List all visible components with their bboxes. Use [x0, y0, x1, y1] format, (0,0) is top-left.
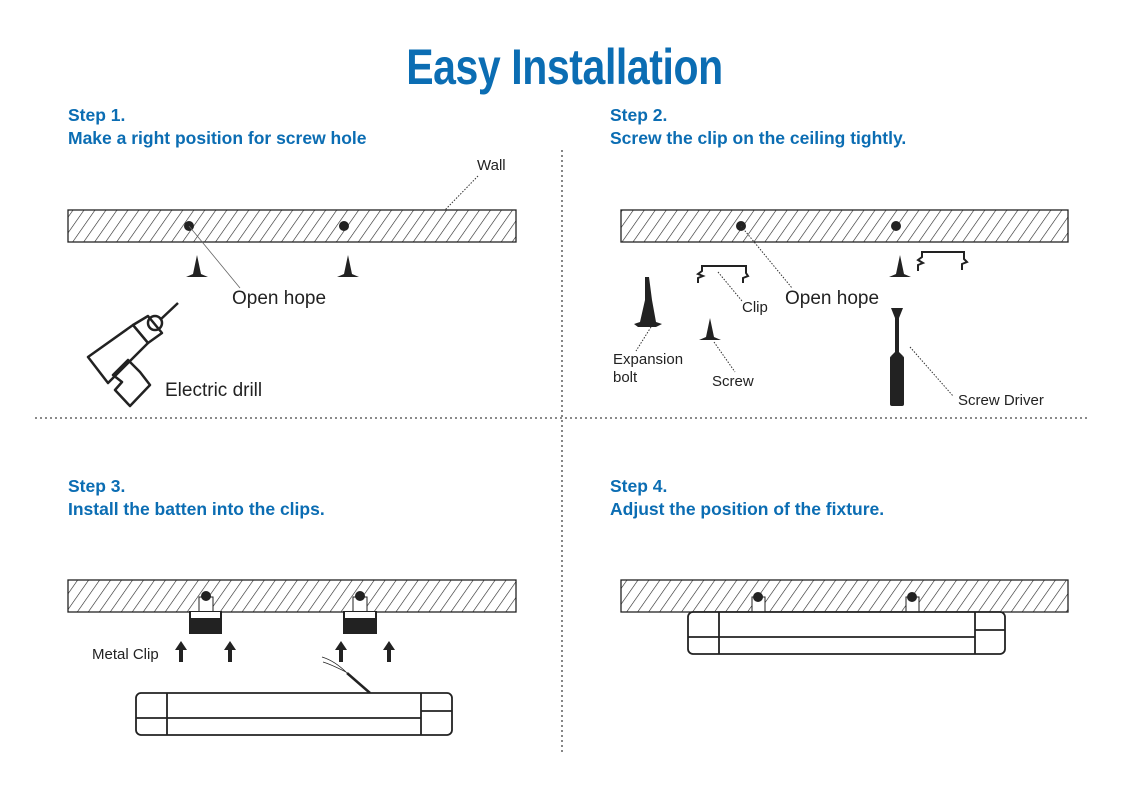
step-instruction: Install the batten into the clips. — [68, 499, 325, 519]
step-3-heading: Step 3. Install the batten into the clip… — [68, 475, 325, 521]
expansion-bolt-label-line2: bolt — [613, 369, 638, 386]
page-title: Easy Installation — [406, 39, 723, 95]
wall-label: Wall — [477, 157, 506, 174]
electric-drill-icon — [86, 302, 179, 408]
step-number: Step 3. — [68, 476, 126, 496]
step4-illustration — [620, 579, 1069, 655]
expansion-bolt-label-line1: Expansion — [613, 351, 684, 368]
wall — [67, 579, 517, 613]
step-number: Step 1. — [68, 105, 126, 125]
wall — [620, 209, 1069, 243]
wire-icon — [321, 656, 371, 694]
step-number: Step 2. — [610, 105, 668, 125]
open-hope-label: Open hope — [232, 288, 327, 309]
step2-illustration — [620, 209, 1069, 406]
batten-fixture — [687, 611, 1006, 655]
screw-icon — [889, 255, 911, 277]
step-instruction: Adjust the position of the fixture. — [610, 499, 885, 519]
batten-fixture — [135, 692, 453, 736]
metal-clip-label: Metal Clip — [92, 646, 159, 663]
step-4-heading: Step 4. Adjust the position of the fixtu… — [610, 475, 884, 521]
screwdriver-icon — [890, 308, 904, 406]
wall — [620, 579, 1069, 613]
screw-hole — [339, 221, 349, 231]
metal-clip-icon — [189, 591, 222, 634]
screw-icon — [186, 255, 208, 277]
clip-icon — [695, 265, 750, 283]
metal-clip-icon — [751, 592, 766, 613]
metal-clip-icon — [343, 591, 377, 634]
screw-driver-label: Screw Driver — [958, 392, 1044, 409]
step-instruction: Make a right position for screw hole — [68, 128, 367, 148]
screw-label: Screw — [712, 373, 754, 390]
step-2-heading: Step 2. Screw the clip on the ceiling ti… — [610, 104, 906, 150]
clip-icon — [916, 251, 969, 271]
expansion-bolt-icon — [634, 277, 662, 327]
screw-icon — [699, 318, 721, 340]
step-1-heading: Step 1. Make a right position for screw … — [68, 104, 367, 150]
metal-clip-icon — [905, 592, 920, 613]
electric-drill-label: Electric drill — [165, 380, 263, 401]
step3-illustration — [67, 579, 517, 736]
clip-label: Clip — [742, 299, 768, 316]
arrow-up-icon — [175, 641, 395, 662]
wall — [67, 209, 517, 243]
step-number: Step 4. — [610, 476, 668, 496]
step-instruction: Screw the clip on the ceiling tightly. — [610, 128, 907, 148]
screw-icon — [337, 255, 359, 277]
open-hope-label: Open hope — [785, 288, 880, 309]
step1-illustration — [67, 175, 517, 408]
